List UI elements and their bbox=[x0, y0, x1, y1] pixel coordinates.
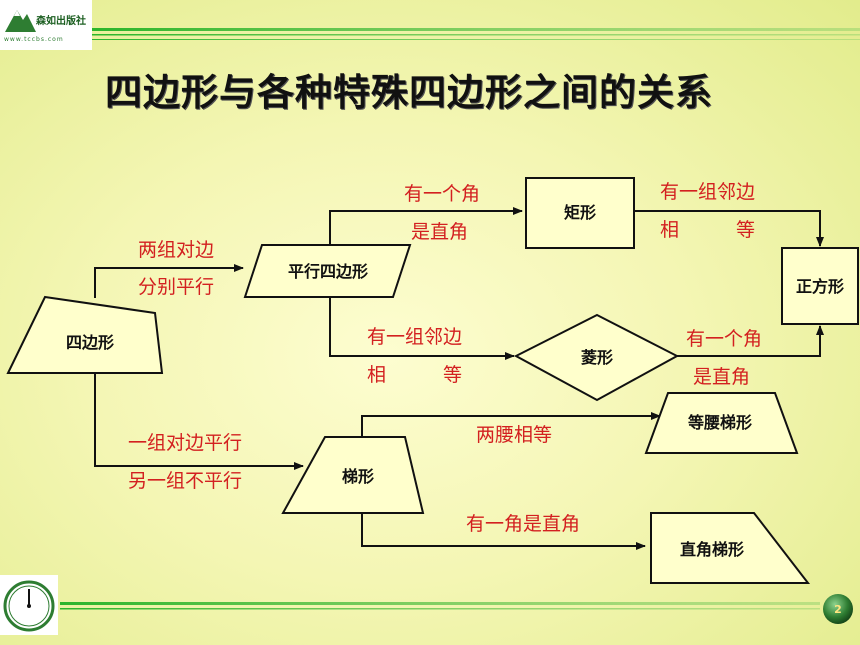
edge-label-quad-trap-2: 另一组不平行 bbox=[128, 470, 242, 492]
edge-trap-to-iso bbox=[361, 412, 661, 437]
node-rectangle: 矩形 bbox=[564, 203, 596, 222]
edge-label-quad-trap-1: 一组对边平行 bbox=[128, 432, 242, 454]
bottom-decorative-bar bbox=[60, 602, 820, 610]
publisher-logo: 森如出版社 www.tccbs.com bbox=[0, 0, 92, 50]
edge-label-para-rect-1: 有一个角 bbox=[404, 183, 480, 205]
page-number-badge: 2 bbox=[823, 594, 853, 624]
page-title: 四边形与各种特殊四边形之间的关系 bbox=[105, 70, 713, 114]
node-isosceles-trapezoid-shape bbox=[644, 392, 799, 454]
node-trapezoid: 梯形 bbox=[342, 467, 374, 486]
node-trapezoid-shape bbox=[281, 436, 425, 514]
page-number: 2 bbox=[834, 603, 842, 616]
edge-label-rhombus-square-2: 是直角 bbox=[693, 366, 750, 388]
edge-label-para-rect-2: 是直角 bbox=[411, 221, 468, 243]
node-rhombus-shape bbox=[513, 313, 680, 402]
node-quadrilateral: 四边形 bbox=[66, 333, 114, 352]
edge-trap-to-right bbox=[361, 510, 646, 550]
edge-label-rect-square-1: 有一组邻边 bbox=[660, 181, 755, 203]
node-quadrilateral-shape bbox=[6, 295, 164, 374]
node-parallelogram: 平行四边形 bbox=[288, 262, 368, 281]
clock-icon bbox=[0, 575, 58, 635]
node-right-trapezoid: 直角梯形 bbox=[680, 540, 744, 559]
edge-quad-to-para bbox=[94, 264, 244, 298]
edge-label-quad-para-1: 两组对边 bbox=[138, 239, 214, 261]
node-right-trapezoid-shape bbox=[650, 512, 811, 584]
node-rhombus: 菱形 bbox=[581, 348, 613, 367]
top-decorative-bar bbox=[92, 28, 860, 40]
node-square: 正方形 bbox=[796, 277, 844, 296]
edge-label-para-rhombus-2: 相 等 bbox=[367, 364, 462, 386]
edge-para-to-rhombus bbox=[329, 298, 515, 360]
edge-label-rect-square-2: 相 等 bbox=[660, 219, 755, 241]
logo-url: www.tccbs.com bbox=[4, 36, 64, 43]
edge-rhombus-to-square bbox=[677, 325, 824, 357]
edge-label-para-rhombus-1: 有一组邻边 bbox=[367, 326, 462, 348]
edge-label-trap-iso: 两腰相等 bbox=[476, 424, 552, 446]
edge-label-rhombus-square-1: 有一个角 bbox=[686, 328, 762, 350]
node-square-shape bbox=[781, 247, 859, 325]
edge-label-trap-right: 有一角是直角 bbox=[466, 513, 580, 535]
node-rectangle-shape bbox=[525, 177, 635, 249]
mountain-icon bbox=[5, 10, 36, 32]
node-parallelogram-shape bbox=[243, 244, 412, 298]
node-isosceles-trapezoid: 等腰梯形 bbox=[687, 413, 752, 432]
edge-quad-to-trap bbox=[94, 370, 304, 470]
edge-label-quad-para-2: 分别平行 bbox=[138, 276, 214, 298]
logo-text: 森如出版社 bbox=[36, 16, 86, 27]
edge-para-to-rect bbox=[329, 207, 523, 250]
edge-rect-to-square bbox=[635, 210, 824, 247]
